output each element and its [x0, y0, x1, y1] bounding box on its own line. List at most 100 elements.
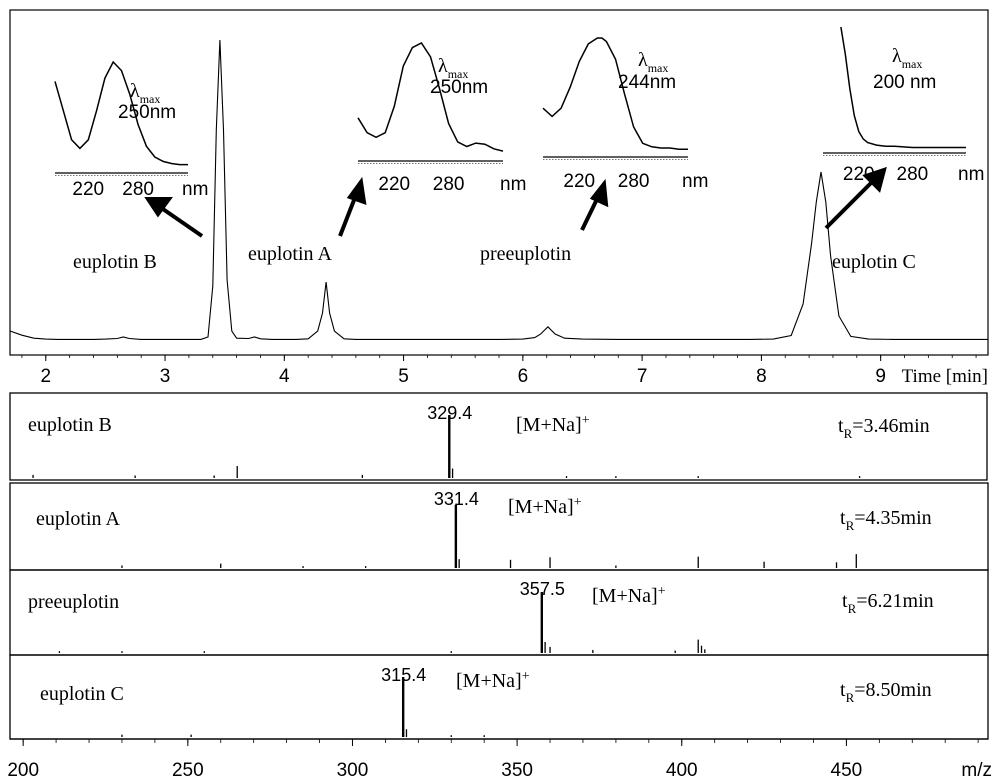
lambda-max-value: 200 nm — [873, 72, 936, 93]
uv-tick-label: 220 — [563, 171, 595, 192]
ms-rt-value: =4.35min — [854, 507, 931, 529]
chrom-x-tick-label: 3 — [160, 366, 171, 387]
ms-panel-frame — [9, 392, 988, 481]
ms-x-tick-label: 250 — [172, 760, 204, 781]
arrow-head-a — [346, 176, 367, 206]
uv-spectrum-curve — [840, 26, 966, 149]
ms-compound-label: euplotin B — [28, 414, 112, 436]
ms-x-axis: 200 250 300 350 400 450 — [7, 738, 988, 781]
ms-rt-subscript: R — [844, 426, 853, 441]
uv-tick-label: 220 — [843, 164, 875, 185]
chromatogram-panel: 2 3 4 5 6 7 8 9 Time [min] euplotin B euplotin … — [9, 9, 989, 387]
uv-unit-label: nm — [958, 164, 984, 185]
lambda-max-subscript: max — [648, 61, 669, 75]
ms-x-tick-label: 300 — [337, 760, 369, 781]
chrom-x-tick-label: 6 — [518, 366, 529, 387]
chrom-x-tick-label: 7 — [637, 366, 648, 387]
ms-panel-frame — [9, 569, 989, 656]
arrow-shaft-a — [338, 194, 358, 237]
ms-peak-mz-label: 315.4 — [381, 665, 426, 685]
arrow-head-pre — [589, 178, 609, 208]
lambda-max-value: 250nm — [430, 77, 488, 98]
ms-panel-1: euplotin B 329.4 [M+Na]+ tR=3.46min — [9, 392, 988, 481]
uv-unit-label: nm — [682, 171, 708, 192]
ms-peak-mz-label: 329.4 — [427, 403, 472, 423]
chrom-x-tick-label: 4 — [279, 366, 290, 387]
ms-spectra-panels: euplotin B329.4[M+Na]+tR=3.46mineuplotin… — [9, 392, 989, 740]
arrow-head-c — [862, 166, 887, 193]
arrow-shaft-b — [158, 205, 204, 238]
lambda-max-subscript: max — [902, 57, 923, 71]
ms-rt-value: =6.21min — [856, 590, 933, 612]
uv-tick-label: 220 — [378, 174, 410, 195]
uv-tick-label: 280 — [122, 179, 154, 200]
ms-x-tick-label: 450 — [831, 760, 863, 781]
chromatogram-trace — [9, 39, 988, 340]
ms-ion-label: [M+Na]+ — [508, 495, 582, 518]
ms-peak-mz-label: 331.4 — [434, 489, 479, 509]
ms-ion-charge: + — [658, 584, 666, 599]
ms-x-axis-label: m/z — [961, 760, 992, 781]
chromatogram-x-axis-label: Time [min] — [902, 366, 988, 387]
ms-compound-label: preeuplotin — [28, 591, 119, 613]
ms-panel-2: euplotin A 331.4 [M+Na]+ tR=4.35min — [9, 482, 989, 571]
uv-spectrum-curve — [542, 37, 688, 150]
uv-spectrum-curve — [54, 60, 188, 166]
ms-ion-charge: + — [522, 669, 530, 684]
ms-x-tick-label: 400 — [666, 760, 698, 781]
uv-tick-label: 220 — [72, 179, 104, 200]
arrow-shaft-pre — [580, 196, 600, 231]
arrow-head-b — [144, 197, 173, 218]
ms-retention-time: tR=3.46min — [838, 415, 930, 441]
peak-label-preeuplotin: preeuplotin — [480, 243, 571, 265]
ms-retention-time: tR=4.35min — [840, 507, 932, 533]
ms-rt-value: =8.50min — [854, 679, 931, 701]
peak-label-euplotin-a: euplotin A — [248, 243, 332, 265]
chrom-x-tick-label: 2 — [40, 366, 51, 387]
arrow-shaft-c — [824, 180, 874, 230]
chrom-x-tick-label: 5 — [398, 366, 409, 387]
ms-x-tick-label: 200 — [7, 760, 39, 781]
ms-compound-label: euplotin A — [36, 508, 120, 530]
ms-ion-label: [M+Na]+ — [456, 669, 530, 692]
uv-spectrum-curve — [357, 42, 504, 152]
lambda-max-value: 250nm — [118, 102, 176, 123]
chrom-x-tick-label: 9 — [875, 366, 886, 387]
uv-unit-label: nm — [182, 179, 208, 200]
ms-rt-subscript: R — [846, 518, 855, 533]
ms-ion-label: [M+Na]+ — [592, 584, 666, 607]
uv-tick-label: 280 — [897, 164, 929, 185]
lambda-max-subscript: max — [140, 92, 161, 106]
ms-rt-subscript: R — [846, 690, 855, 705]
uv-tick-label: 280 — [618, 171, 650, 192]
chromatogram-x-ticks — [21, 355, 977, 361]
ms-retention-time: tR=8.50min — [840, 679, 932, 705]
ms-peak-mz-label: 357.5 — [520, 579, 565, 599]
lambda-max-value: 244nm — [618, 72, 676, 93]
uv-tick-label: 280 — [433, 174, 465, 195]
chromatogram-frame — [9, 9, 989, 356]
ms-retention-time: tR=6.21min — [842, 590, 934, 616]
ms-x-tick-label: 350 — [501, 760, 533, 781]
ms-compound-label: euplotin C — [40, 683, 124, 705]
ms-ion-charge: + — [582, 413, 590, 428]
ms-panel-4: euplotin C 315.4 [M+Na]+ tR=8.50min — [9, 654, 989, 740]
ms-rt-value: =3.46min — [852, 415, 929, 437]
peak-label-euplotin-b: euplotin B — [73, 251, 157, 273]
ms-ion-label: [M+Na]+ — [516, 413, 590, 436]
chromatogram-x-tick-labels: 2 3 4 5 6 7 8 9 — [40, 366, 885, 387]
ms-rt-subscript: R — [848, 601, 857, 616]
ms-panel-3: preeuplotin 357.5 [M+Na]+ tR=6.21min — [9, 569, 989, 656]
uv-unit-label: nm — [500, 174, 526, 195]
lambda-max-subscript: max — [448, 67, 469, 81]
chrom-x-tick-label: 8 — [756, 366, 767, 387]
ms-ion-charge: + — [574, 495, 582, 510]
peak-label-euplotin-c: euplotin C — [832, 251, 916, 273]
lambda-max-symbol: λmax — [892, 45, 922, 71]
